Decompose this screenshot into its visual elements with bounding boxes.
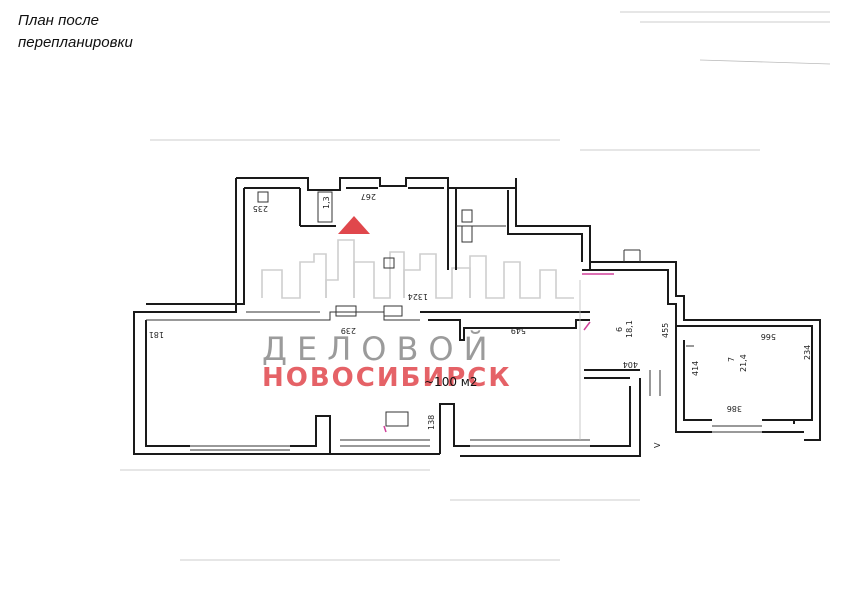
- area-label: ~100 м2: [424, 375, 477, 389]
- small-room-area: 1,3: [322, 196, 331, 209]
- dim-386: 386: [727, 404, 742, 413]
- dim-181: 181: [149, 330, 164, 339]
- plan-title-line1: План после: [18, 12, 99, 29]
- openings: [190, 191, 762, 451]
- dim-549: 549: [511, 326, 526, 335]
- dim-414: 414: [691, 361, 700, 376]
- v-mark: V: [653, 442, 662, 448]
- dim-1324: 1324: [408, 292, 428, 301]
- walls: [133, 177, 821, 457]
- dim-138: 138: [427, 415, 436, 430]
- plan-title: План после перепланировки: [18, 10, 133, 54]
- dim-566: 566: [761, 332, 776, 341]
- dimension-labels: 235 267 1,3 1324 181 239 549 6 18,1 455 …: [149, 192, 812, 448]
- room7-number: 7: [727, 357, 736, 362]
- room7-area: 21,4: [739, 354, 748, 372]
- dim-235: 235: [253, 204, 268, 213]
- room6-number: 6: [615, 327, 624, 332]
- dim-404: 404: [623, 360, 638, 369]
- watermark-logo-triangle: [338, 216, 370, 234]
- accent-marks: [383, 273, 614, 433]
- dim-267: 267: [361, 192, 376, 201]
- dim-455: 455: [661, 323, 670, 338]
- dim-234: 234: [803, 345, 812, 360]
- watermark-line2: НОВОСИБИРСК: [262, 363, 512, 393]
- watermark-line1: ДЕЛОВОЙ: [262, 330, 498, 368]
- plan-title-line2: перепланировки: [18, 34, 133, 51]
- watermark-skyline: [261, 216, 574, 299]
- scan-traces: [120, 11, 831, 561]
- dim-239: 239: [341, 326, 356, 335]
- room6-area: 18,1: [625, 320, 634, 338]
